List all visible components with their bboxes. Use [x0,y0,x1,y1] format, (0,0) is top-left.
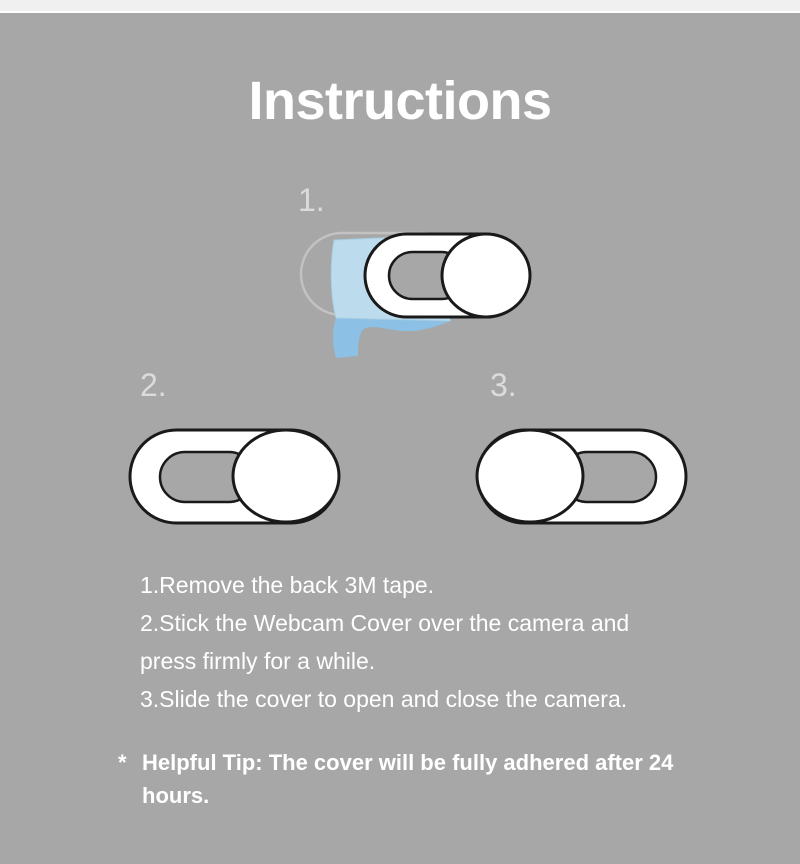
helpful-tip: * Helpful Tip: The cover will be fully a… [118,746,698,812]
step-number-3: 3. [490,367,517,403]
step-number-1: 1. [298,182,325,218]
instruction-line-4: 3.Slide the cover to open and close the … [140,686,628,712]
top-margin-strip [0,0,800,11]
instruction-line-2: 2.Stick the Webcam Cover over the camera… [140,610,630,636]
content-panel: Instructions 1. 2. 3. [0,13,800,864]
top-divider [0,11,800,13]
cover-slider [440,232,532,319]
page-title: Instructions [248,71,552,131]
cover-closed-figure [120,418,350,533]
cover-slider [475,428,585,524]
instruction-line-1: 1.Remove the back 3M tape. [140,572,435,598]
peel-tape-figure [290,218,550,368]
step-number-2: 2. [140,367,167,403]
instruction-list: 1.Remove the back 3M tape. 2.Stick the W… [140,566,700,718]
cover-slider [231,428,341,524]
cover-open-figure [468,418,698,533]
helpful-tip-text: Helpful Tip: The cover will be fully adh… [142,750,674,808]
instruction-line-3: press firmly for a while. [140,648,376,674]
asterisk-icon: * [118,750,127,775]
